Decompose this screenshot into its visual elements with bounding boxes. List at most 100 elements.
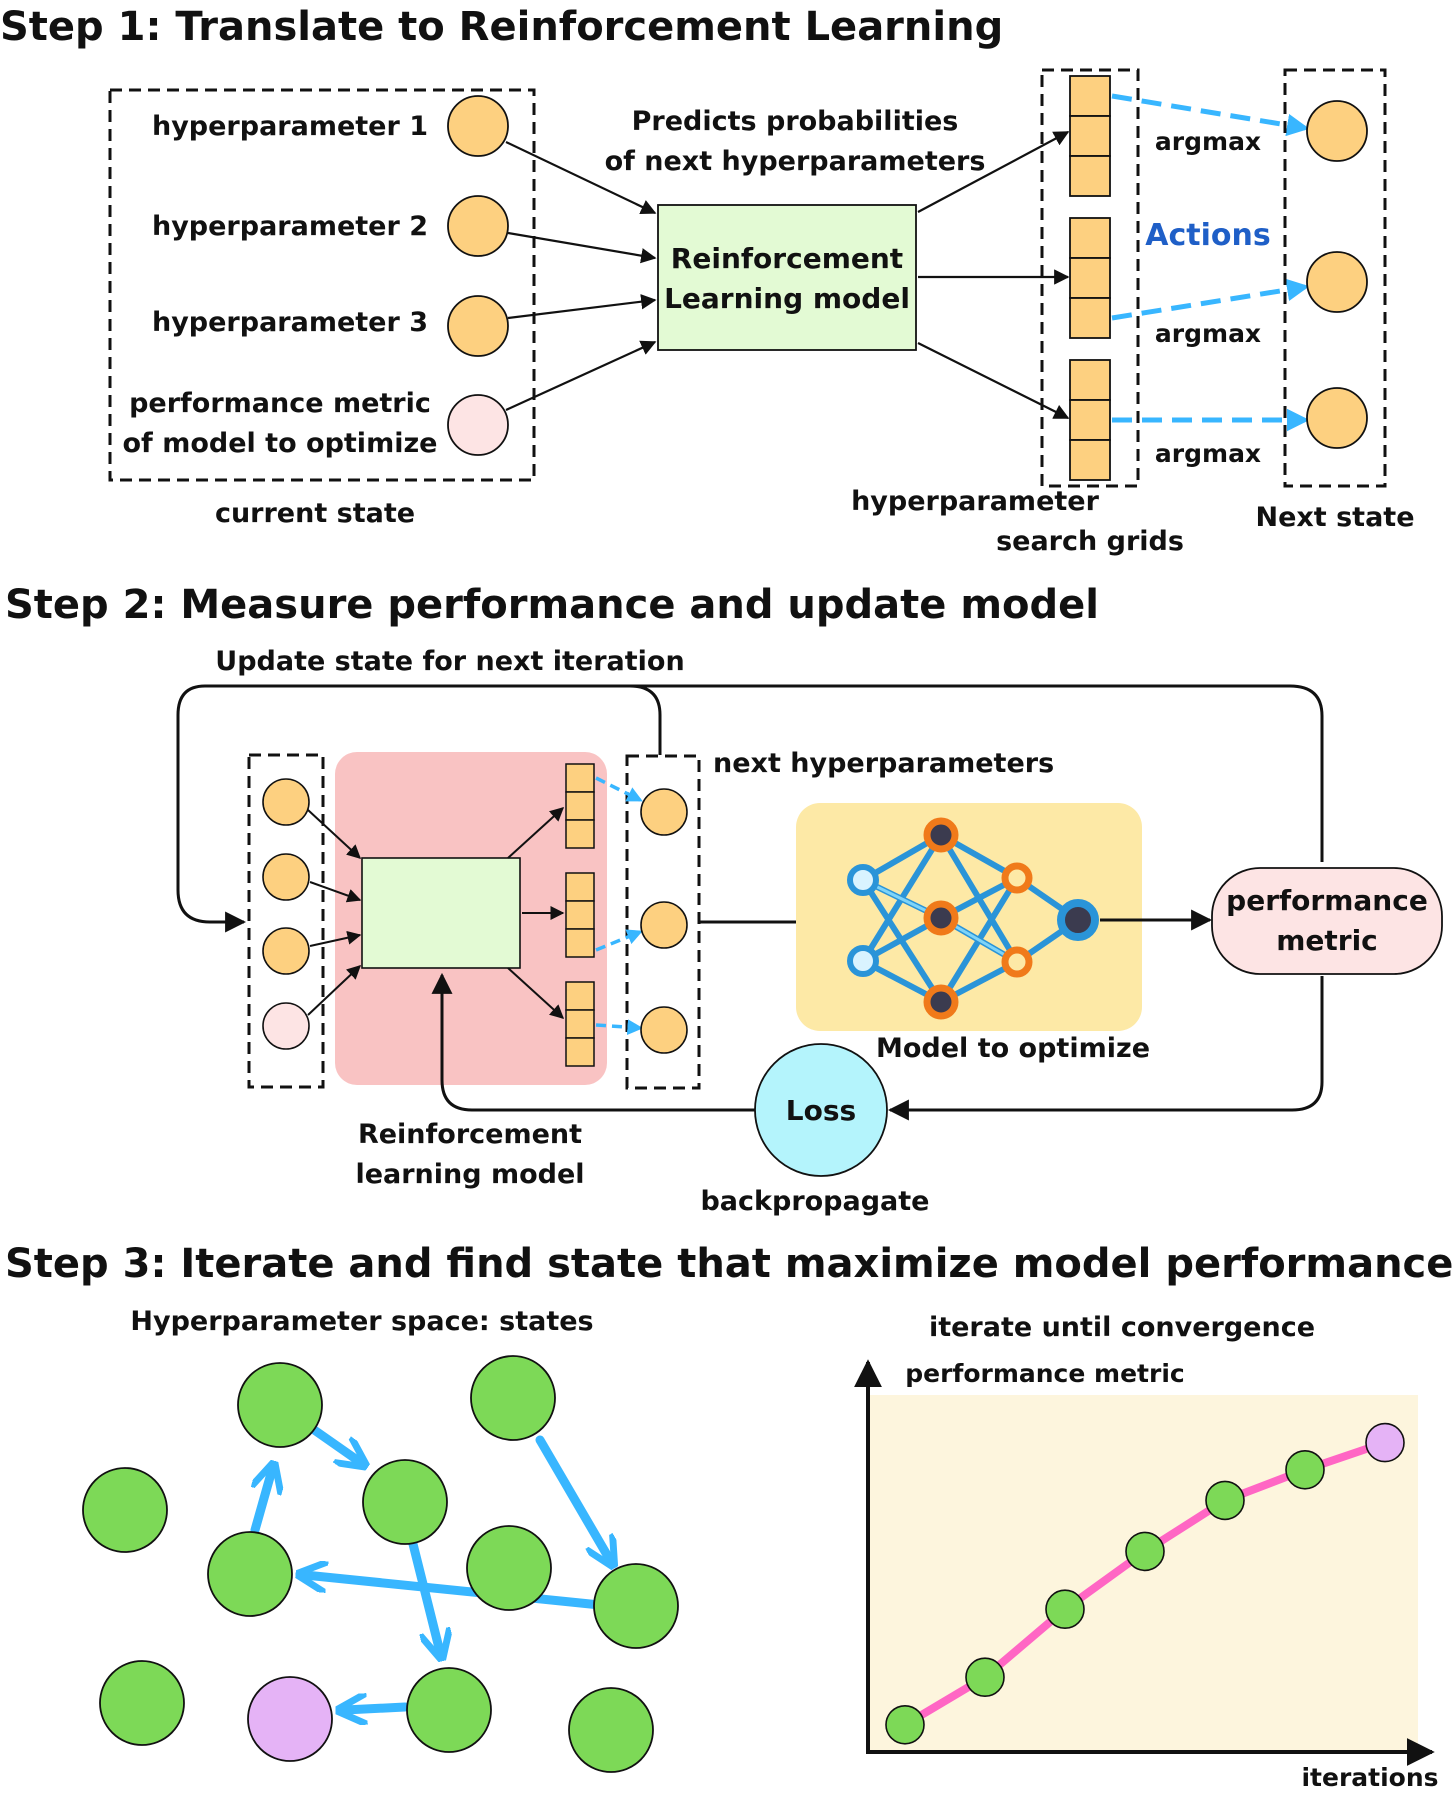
chart-point <box>1365 1422 1405 1463</box>
step3-title: Step 3: Iterate and find state that maxi… <box>5 1241 1453 1287</box>
small-argmax-3 <box>595 1019 644 1035</box>
metric-label-line1: performance metric <box>129 388 431 419</box>
small-grid-3 <box>565 981 595 1067</box>
arrow-in-2 <box>507 231 657 264</box>
step2-title: Step 2: Measure performance and update m… <box>5 582 1099 628</box>
small-grid-2 <box>565 872 595 958</box>
backprop-path <box>431 972 755 1112</box>
small-arrow-in-4 <box>307 965 362 1016</box>
grids-label-line2: search grids <box>996 526 1184 557</box>
arrow-out-3 <box>917 342 1070 419</box>
arrow-out-1 <box>917 131 1070 213</box>
small-grid-1 <box>565 763 595 849</box>
rl-model2-line2: learning model <box>355 1159 584 1190</box>
next-state-box <box>1283 68 1387 488</box>
argmax-label-3: argmax <box>1155 439 1261 468</box>
state-node <box>593 1563 679 1649</box>
small-state-node-2 <box>262 853 310 901</box>
grids-label-line1: hyperparameter <box>851 486 1100 517</box>
hyperparameter-space-title: Hyperparameter space: states <box>130 1306 593 1337</box>
arrow-in-1 <box>505 141 657 214</box>
search-grids-box <box>1040 68 1140 488</box>
small-state-node-3 <box>262 927 310 975</box>
loss-loop-path <box>887 976 1324 1121</box>
neural-network-icon <box>847 817 1099 1020</box>
state-node <box>406 1667 492 1753</box>
state-arrow-a <box>305 1422 360 1462</box>
argmax-label-2: argmax <box>1155 319 1261 348</box>
step1-title: Step 1: Translate to Reinforcement Learn… <box>0 4 1003 50</box>
model-to-optimize-label: Model to optimize <box>876 1033 1150 1064</box>
state-node <box>470 1355 556 1441</box>
metric-label-line2: of model to optimize <box>123 428 438 459</box>
chart-point <box>885 1705 925 1745</box>
small-next-node-2 <box>640 901 688 949</box>
argmax-label-1: argmax <box>1155 127 1261 156</box>
rl-model-box <box>657 204 917 351</box>
predicts-line2: of next hyperparameters <box>605 146 986 177</box>
argmax-arrow-1 <box>1111 93 1310 137</box>
state-arrow-b <box>250 1470 272 1535</box>
next-state-node-1 <box>1306 100 1368 162</box>
input-label-3: hyperparameter 3 <box>152 307 428 338</box>
state-node <box>466 1525 552 1611</box>
state-node <box>362 1459 448 1545</box>
state-arrow-f <box>345 1707 410 1710</box>
small-current-state-box <box>247 753 325 1089</box>
chart-point <box>1045 1589 1085 1629</box>
small-rl-box <box>361 857 521 969</box>
current-state-box <box>108 88 536 482</box>
small-metric-node <box>262 1002 310 1050</box>
input-node-3 <box>447 295 509 357</box>
small-next-node-1 <box>640 788 688 836</box>
state-arrow-e <box>407 1535 440 1652</box>
chart-marks <box>885 1422 1405 1745</box>
next-state-label: Next state <box>1255 502 1414 533</box>
state-node <box>99 1660 185 1746</box>
perf-loop-path <box>600 684 1324 862</box>
chart-point <box>1205 1480 1245 1521</box>
rl-model-line1: Reinforcement <box>671 242 903 275</box>
current-state-label: current state <box>215 498 415 529</box>
rl-model2-line1: Reinforcement <box>358 1119 582 1150</box>
rl-model-line2: Learning model <box>664 282 910 315</box>
small-next-node-3 <box>640 1006 688 1054</box>
chart-point <box>965 1657 1005 1697</box>
argmax-arrow-2 <box>1111 278 1310 321</box>
input-node-2 <box>447 195 509 257</box>
next-state-node-3 <box>1306 387 1368 449</box>
performance-metric-box <box>1211 867 1443 975</box>
small-argmax-1 <box>595 776 643 802</box>
state-arrow-c <box>535 1435 610 1560</box>
loss-label: Loss <box>786 1094 856 1127</box>
search-grid-1 <box>1069 75 1111 197</box>
state-node <box>82 1467 168 1553</box>
chart-point <box>1285 1450 1325 1490</box>
chart-ylabel: performance metric <box>905 1359 1184 1388</box>
small-next-state-box <box>625 754 701 1090</box>
state-arrow-d <box>305 1575 605 1610</box>
next-hyperparameters-label: next hyperparameters <box>713 748 1054 779</box>
state-node <box>207 1531 293 1617</box>
update-loop-path <box>176 684 662 933</box>
backpropagate-label: backpropagate <box>700 1186 929 1217</box>
input-node-1 <box>447 95 509 157</box>
arrow-in-4 <box>505 340 657 412</box>
chart-xlabel: iterations <box>1301 1763 1438 1792</box>
small-arrow-in-3 <box>309 930 362 947</box>
small-argmax-2 <box>595 929 643 952</box>
actions-label: Actions <box>1145 218 1270 253</box>
performance-metric-line1: performance <box>1226 884 1428 917</box>
search-grid-2 <box>1069 217 1111 339</box>
next-state-node-2 <box>1306 251 1368 313</box>
chart-point <box>1125 1531 1165 1572</box>
predicts-line1: Predicts probabilities <box>632 106 959 137</box>
performance-metric-line2: metric <box>1276 924 1378 957</box>
small-state-node-1 <box>262 778 310 826</box>
state-node <box>237 1362 323 1448</box>
small-arrow-in-2 <box>309 881 362 903</box>
small-arrow-out-1 <box>507 807 565 859</box>
update-state-label: Update state for next iteration <box>215 646 684 677</box>
input-label-2: hyperparameter 2 <box>152 211 428 242</box>
